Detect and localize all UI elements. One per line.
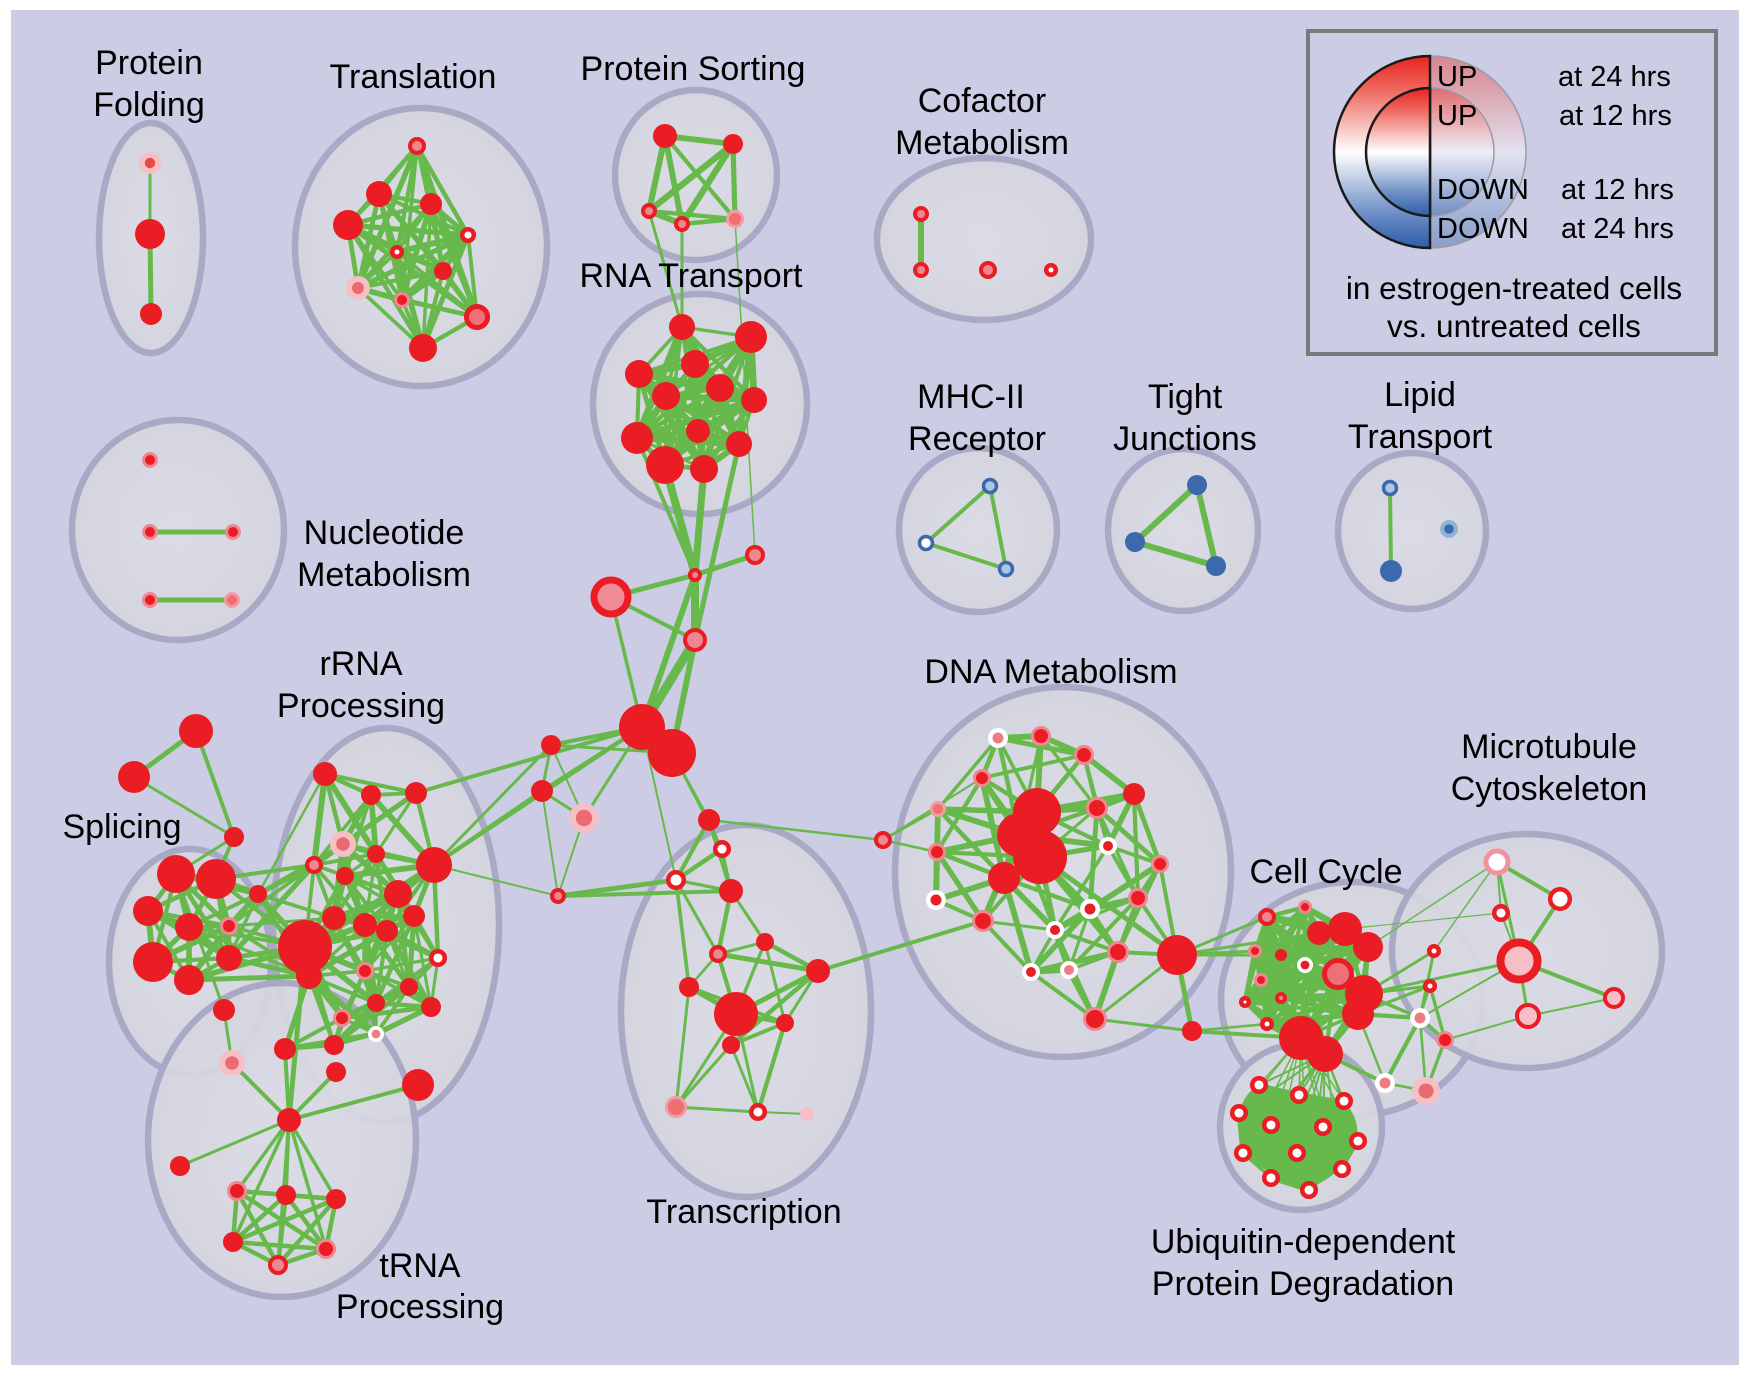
- svg-text:Transport: Transport: [1348, 418, 1493, 456]
- svg-text:vs. untreated cells: vs. untreated cells: [1387, 308, 1641, 344]
- svg-text:in estrogen-treated cells: in estrogen-treated cells: [1346, 270, 1682, 306]
- svg-text:Junctions: Junctions: [1113, 420, 1257, 458]
- svg-text:Processing: Processing: [336, 1288, 504, 1326]
- svg-text:Cytoskeleton: Cytoskeleton: [1451, 770, 1648, 808]
- svg-text:Nucleotide: Nucleotide: [304, 514, 465, 552]
- svg-text:rRNA: rRNA: [319, 645, 402, 683]
- svg-text:Cell Cycle: Cell Cycle: [1249, 853, 1402, 891]
- svg-text:UP: UP: [1437, 61, 1477, 93]
- svg-text:Microtubule: Microtubule: [1461, 728, 1637, 766]
- svg-text:UP: UP: [1437, 100, 1477, 132]
- svg-text:Splicing: Splicing: [62, 808, 181, 846]
- svg-text:DNA Metabolism: DNA Metabolism: [924, 653, 1177, 691]
- svg-text:at 24 hrs: at 24 hrs: [1561, 213, 1674, 245]
- svg-text:Protein: Protein: [95, 44, 203, 82]
- svg-text:Metabolism: Metabolism: [895, 124, 1069, 162]
- svg-text:Receptor: Receptor: [908, 420, 1046, 458]
- svg-text:at 12 hrs: at 12 hrs: [1559, 100, 1672, 132]
- svg-text:at 24 hrs: at 24 hrs: [1558, 61, 1671, 93]
- svg-text:Tight: Tight: [1148, 378, 1223, 416]
- svg-text:Protein Sorting: Protein Sorting: [581, 50, 806, 88]
- svg-text:DOWN: DOWN: [1437, 174, 1529, 206]
- svg-text:Transcription: Transcription: [646, 1193, 841, 1231]
- svg-text:MHC-II: MHC-II: [917, 378, 1025, 416]
- svg-text:RNA Transport: RNA Transport: [580, 257, 804, 295]
- svg-text:Lipid: Lipid: [1384, 376, 1456, 414]
- svg-text:Translation: Translation: [330, 58, 497, 96]
- svg-text:at 12 hrs: at 12 hrs: [1561, 174, 1674, 206]
- svg-text:Ubiquitin-dependent: Ubiquitin-dependent: [1151, 1223, 1456, 1261]
- svg-text:tRNA: tRNA: [379, 1247, 461, 1285]
- svg-text:Folding: Folding: [93, 86, 205, 124]
- svg-text:Protein Degradation: Protein Degradation: [1152, 1265, 1454, 1303]
- svg-text:Processing: Processing: [277, 687, 445, 725]
- svg-text:Metabolism: Metabolism: [297, 556, 471, 594]
- svg-text:Cofactor: Cofactor: [918, 82, 1047, 120]
- svg-text:DOWN: DOWN: [1437, 213, 1529, 245]
